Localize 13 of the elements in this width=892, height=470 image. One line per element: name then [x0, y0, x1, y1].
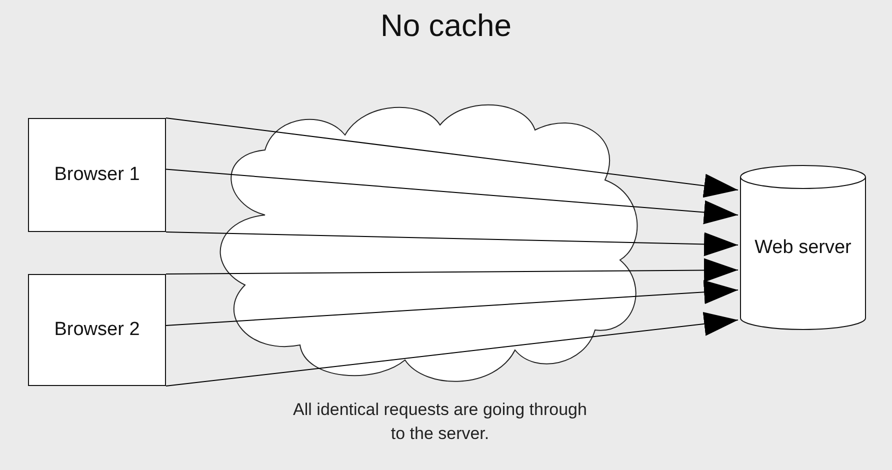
browser-box [28, 118, 166, 232]
browser-label: Browser 1 [54, 164, 140, 186]
arrow [166, 258, 738, 282]
browser-box [28, 274, 166, 386]
browser-label: Browser 2 [54, 319, 140, 341]
arrow [166, 118, 738, 198]
arrow [166, 232, 738, 256]
arrow [166, 168, 738, 224]
caption: All identical requests are going through to the server. [292, 399, 588, 445]
server-label: Web server [754, 236, 852, 258]
arrow [166, 280, 738, 326]
arrow [166, 312, 738, 386]
diagram-title: No cache [380, 8, 512, 44]
